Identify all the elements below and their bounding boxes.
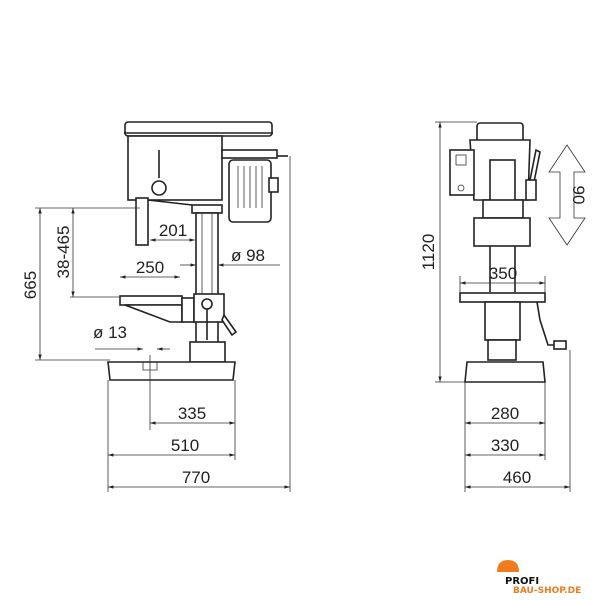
dim-280: 280	[491, 404, 519, 423]
dim-665: 665	[21, 271, 40, 299]
profi-bau-shop-logo: PROFI BAU-SHOP.DE	[497, 560, 581, 596]
svg-text:PROFI: PROFI	[505, 576, 539, 587]
dim-90: 90	[569, 186, 588, 205]
dim-201: 201	[159, 221, 187, 240]
dim-770: 770	[182, 468, 210, 487]
svg-text:BAU-SHOP.DE: BAU-SHOP.DE	[513, 586, 581, 596]
dim-335: 335	[178, 404, 206, 423]
front-view-machine	[107, 121, 288, 382]
dim-38-465: 38-465	[54, 226, 73, 279]
dim-330: 330	[491, 436, 519, 455]
dim-510: 510	[171, 436, 199, 455]
dim-350: 350	[489, 264, 517, 283]
dim-250: 250	[136, 258, 164, 277]
dim-1120: 1120	[419, 234, 438, 271]
travel-double-arrow-icon	[548, 144, 586, 246]
dim-460: 460	[503, 468, 531, 487]
dim-slot-diameter: ø 13	[93, 323, 127, 342]
side-view-machine	[449, 122, 567, 383]
dim-column-diameter: ø 98	[231, 246, 265, 265]
front-view-dimensions: 665 38-465 201 250 ø 98 ø 13 335 510 770	[21, 156, 291, 492]
side-view-dimensions: 1120 90 350 280 330 460	[419, 121, 588, 492]
